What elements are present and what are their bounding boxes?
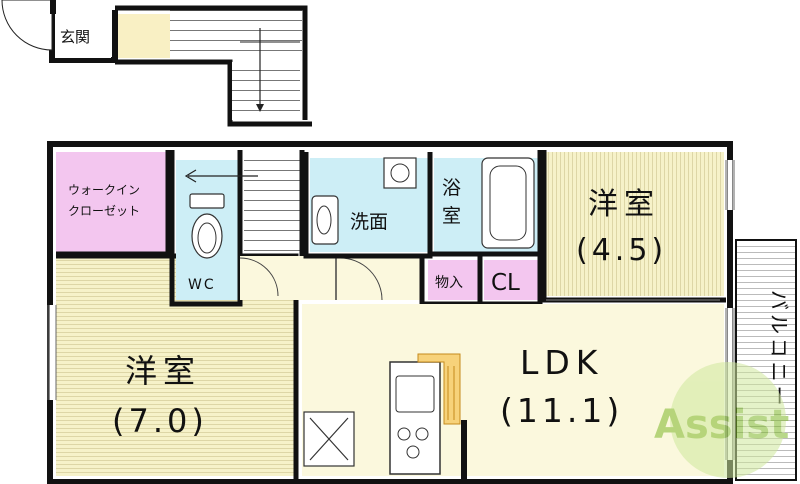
storage-room [428, 260, 478, 300]
walk-in-closet-label-1: ウォークイン [68, 183, 140, 197]
genkan-step [118, 14, 170, 58]
ldk-name: LDK [520, 343, 603, 382]
washing-machine-icon [383, 157, 417, 189]
western-room-large-name: 洋室 [125, 352, 201, 390]
western-room-large-size: (7.0) [112, 402, 208, 440]
ldk-size: (11.1) [500, 391, 623, 430]
stairs-lower [232, 62, 300, 120]
refrigerator-cross-icon [309, 417, 349, 461]
hall-door-swing [339, 257, 383, 301]
western-room-small-name: 洋室 [588, 187, 660, 222]
genkan-floor [55, 22, 111, 58]
stove-burner-icon [397, 427, 411, 441]
bathtub-icon [481, 157, 535, 249]
entrance-door-swing [1, 0, 53, 51]
walk-in-closet-label-2: クローゼット [68, 204, 140, 218]
watermark-text: Assist [654, 402, 789, 448]
bath-label-2: 室 [442, 205, 461, 227]
western-room-small-size: (4.5) [576, 233, 667, 268]
western-room-small [546, 152, 724, 296]
stairs-main [244, 152, 302, 252]
stairs-upper [170, 10, 302, 60]
entrance-floor-plan: 玄関 [1, 0, 312, 127]
washroom-label: 洗面 [350, 211, 388, 233]
cupboard [417, 353, 461, 425]
stairs-arrow-icon [256, 104, 264, 112]
main-floor-plan: ウォークイン クローゼット 洋室 (7.0) WC [47, 141, 797, 484]
genkan-label: 玄関 [60, 28, 90, 46]
bath-label-1: 浴 [442, 177, 461, 199]
toilet-tank [189, 193, 225, 209]
ldk [302, 304, 724, 476]
closet-cl [484, 260, 538, 300]
walk-in-closet [56, 152, 168, 252]
storage-label: 物入 [435, 275, 463, 291]
watermark-logo: Assist [654, 362, 789, 478]
hallway [240, 256, 420, 300]
kitchen-sink-icon [395, 375, 435, 413]
closet-cl-label: CL [491, 270, 520, 296]
wc-label: WC [188, 277, 216, 293]
sink-icon [311, 195, 339, 245]
wc-door-swing [239, 257, 279, 297]
stairs-main-arrow-icon [184, 169, 258, 183]
